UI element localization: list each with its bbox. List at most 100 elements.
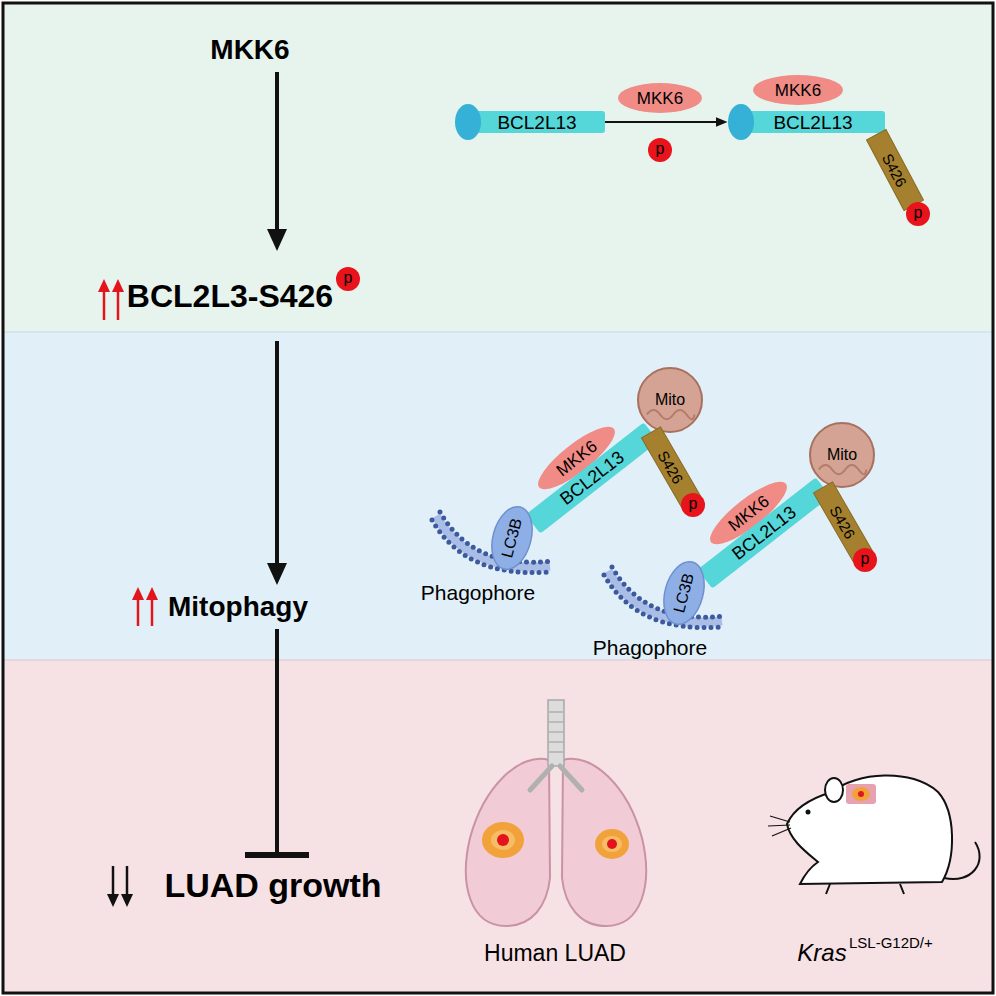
kinase-oval: MKK6	[753, 75, 843, 105]
bar-shape	[738, 111, 885, 133]
node-text: Mito	[827, 447, 857, 463]
arrow-head	[112, 279, 124, 292]
phospho-circle: p	[906, 202, 930, 226]
lc3b-blob: LC3B	[485, 502, 538, 574]
phospho-shape	[853, 548, 877, 572]
node-text: p	[656, 141, 665, 157]
bar-shape	[465, 111, 605, 133]
mouse-illustration	[768, 775, 980, 894]
bar-shape	[698, 477, 831, 588]
annotation-label: Kras	[797, 941, 846, 965]
node-text: MKK6	[637, 90, 683, 107]
bar-knob	[455, 104, 481, 140]
tumor	[852, 787, 870, 801]
node-text: Mito	[655, 392, 685, 408]
arrow-shaft	[112, 866, 115, 896]
phospho-circle: p	[336, 267, 360, 291]
tumor-patch	[846, 784, 876, 804]
node-text: BCL2L13	[773, 113, 852, 132]
frame	[3, 3, 993, 993]
tumor-core	[491, 830, 515, 850]
arrow-head	[107, 894, 119, 907]
flow-arrow	[275, 341, 279, 573]
phosphosite-tail: S426	[867, 130, 924, 211]
mouse-whiskers	[768, 816, 791, 836]
arrow-shaft	[151, 598, 154, 626]
phospho-shape	[906, 202, 930, 226]
node-text: BCL2L13	[497, 113, 576, 132]
tumor-core	[602, 836, 622, 852]
middle-band	[4, 332, 992, 660]
tumor-center	[858, 791, 864, 797]
structure-label: Phagophore	[421, 582, 535, 603]
tail-shape	[867, 130, 924, 211]
node-text: p	[689, 496, 698, 512]
tumor-center	[497, 834, 509, 846]
top-band	[4, 4, 992, 332]
pathway-node: BCL2L3-S426	[115, 251, 345, 341]
trachea-rings	[549, 712, 563, 752]
increase-arrows	[132, 587, 158, 626]
pathway-text: BCL2L3-S426	[127, 280, 333, 312]
pathway-text: Mitophagy	[168, 593, 308, 621]
mito-shape	[810, 423, 874, 487]
pathway-text: LUAD growth	[164, 868, 381, 902]
lc3b-shape	[485, 502, 538, 574]
phospho-circle: p	[648, 138, 672, 162]
mito-cristae	[819, 465, 867, 474]
mitochondrion: Mito	[809, 422, 875, 488]
pathway-node: Mitophagy	[153, 585, 323, 629]
arrow-shaft	[137, 598, 140, 626]
phospho-circle: p	[681, 493, 705, 517]
pathway-text: MKK6	[210, 36, 289, 64]
tumor-center	[607, 839, 617, 849]
phospho-shape	[336, 267, 360, 291]
bottom-band	[4, 660, 992, 992]
trachea	[548, 700, 564, 766]
protein-bar: BCL2L13	[728, 104, 885, 140]
arrow-head	[132, 587, 144, 600]
bar-knob	[728, 104, 754, 140]
kinase-shape	[618, 83, 702, 113]
lc3b-shape	[657, 557, 710, 629]
mito-cristae	[647, 410, 695, 419]
pathway-node: MKK6	[180, 28, 320, 72]
mouse-body	[787, 775, 952, 884]
mouse-ear	[825, 778, 843, 802]
increase-arrows	[98, 279, 124, 320]
arrow-head	[98, 279, 110, 292]
tumor	[595, 829, 629, 859]
phospho-shape	[648, 138, 672, 162]
node-text: p	[344, 270, 353, 286]
lc3b-blob: LC3B	[657, 557, 710, 629]
flow-arrow	[605, 121, 722, 123]
mito-shape	[638, 368, 702, 432]
arrow-shaft	[126, 866, 129, 896]
tumor	[482, 822, 524, 858]
flow-arrow	[275, 72, 279, 239]
pathway-node: LUAD growth	[153, 855, 393, 915]
bar-shape	[526, 422, 659, 533]
mouse-feet	[826, 884, 904, 894]
structure-label: Phagophore	[593, 637, 707, 658]
node-text: MKK6	[775, 82, 821, 99]
annotation-label: Human LUAD	[484, 942, 626, 965]
protein-bar: BCL2L13	[455, 104, 605, 140]
lung-illustration	[466, 700, 646, 926]
decrease-arrows	[107, 866, 133, 907]
mouse-eye	[806, 810, 811, 815]
arrow-shaft	[117, 290, 120, 320]
bronchi	[530, 766, 582, 790]
phospho-circle: p	[853, 548, 877, 572]
node-text: p	[914, 205, 923, 221]
inhibition-connector	[275, 629, 279, 855]
arrow-shaft	[103, 290, 106, 320]
kinase-shape	[753, 75, 843, 105]
mitochondrion: Mito	[637, 367, 703, 433]
arrow-head	[146, 587, 158, 600]
